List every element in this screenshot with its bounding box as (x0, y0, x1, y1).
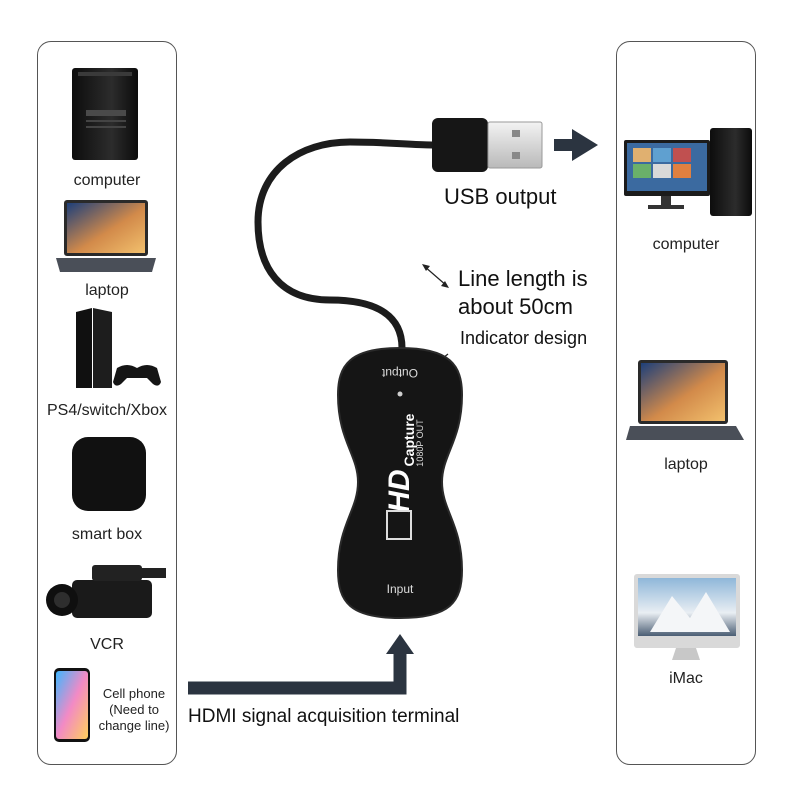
usb-cable (254, 138, 436, 352)
left-label-phone-2: (Need to (109, 702, 159, 717)
left-label-computer: computer (73, 172, 141, 189)
usb-connector-icon (432, 118, 543, 172)
camcorder-icon (46, 565, 166, 618)
phone-icon (54, 668, 90, 742)
right-label-computer: computer (652, 236, 720, 253)
desktop-tower-icon (72, 68, 138, 160)
output-port-label: Output (381, 366, 419, 380)
hdmi-arrow (188, 652, 407, 695)
arrow-right-icon (554, 129, 598, 161)
arrow-up-icon (386, 634, 414, 654)
smart-box-icon (72, 437, 146, 511)
desktop-computer-icon (624, 128, 752, 216)
input-port-label: Input (386, 582, 414, 596)
right-label-laptop: laptop (664, 456, 708, 473)
right-label-imac: iMac (669, 670, 703, 687)
input-devices-panel (37, 41, 177, 765)
laptop-icon (56, 200, 156, 272)
line-length-label-1: Line length is (458, 266, 588, 291)
resolution-spec: 1080P OUT (415, 419, 425, 467)
capture-device (336, 346, 464, 620)
left-label-vcr: VCR (90, 636, 124, 653)
laptop-icon (626, 360, 744, 440)
left-label-smart-box: smart box (71, 526, 143, 543)
left-label-phone-1: Cell phone (102, 686, 166, 701)
double-arrow-icon (422, 264, 449, 288)
hdmi-label: HDMI signal acquisition terminal (188, 706, 460, 727)
line-length-label-2: about 50cm (458, 294, 573, 319)
hdmi-port-icon (386, 510, 412, 540)
game-console-icon (76, 308, 161, 388)
indicator-label: Indicator design (460, 328, 588, 348)
left-label-console: PS4/switch/Xbox (46, 402, 168, 419)
left-label-laptop: laptop (85, 282, 129, 299)
imac-icon (634, 574, 740, 660)
left-label-phone-3: change line) (98, 718, 170, 733)
usb-output-label: USB output (444, 184, 557, 209)
indicator-light (397, 391, 403, 397)
